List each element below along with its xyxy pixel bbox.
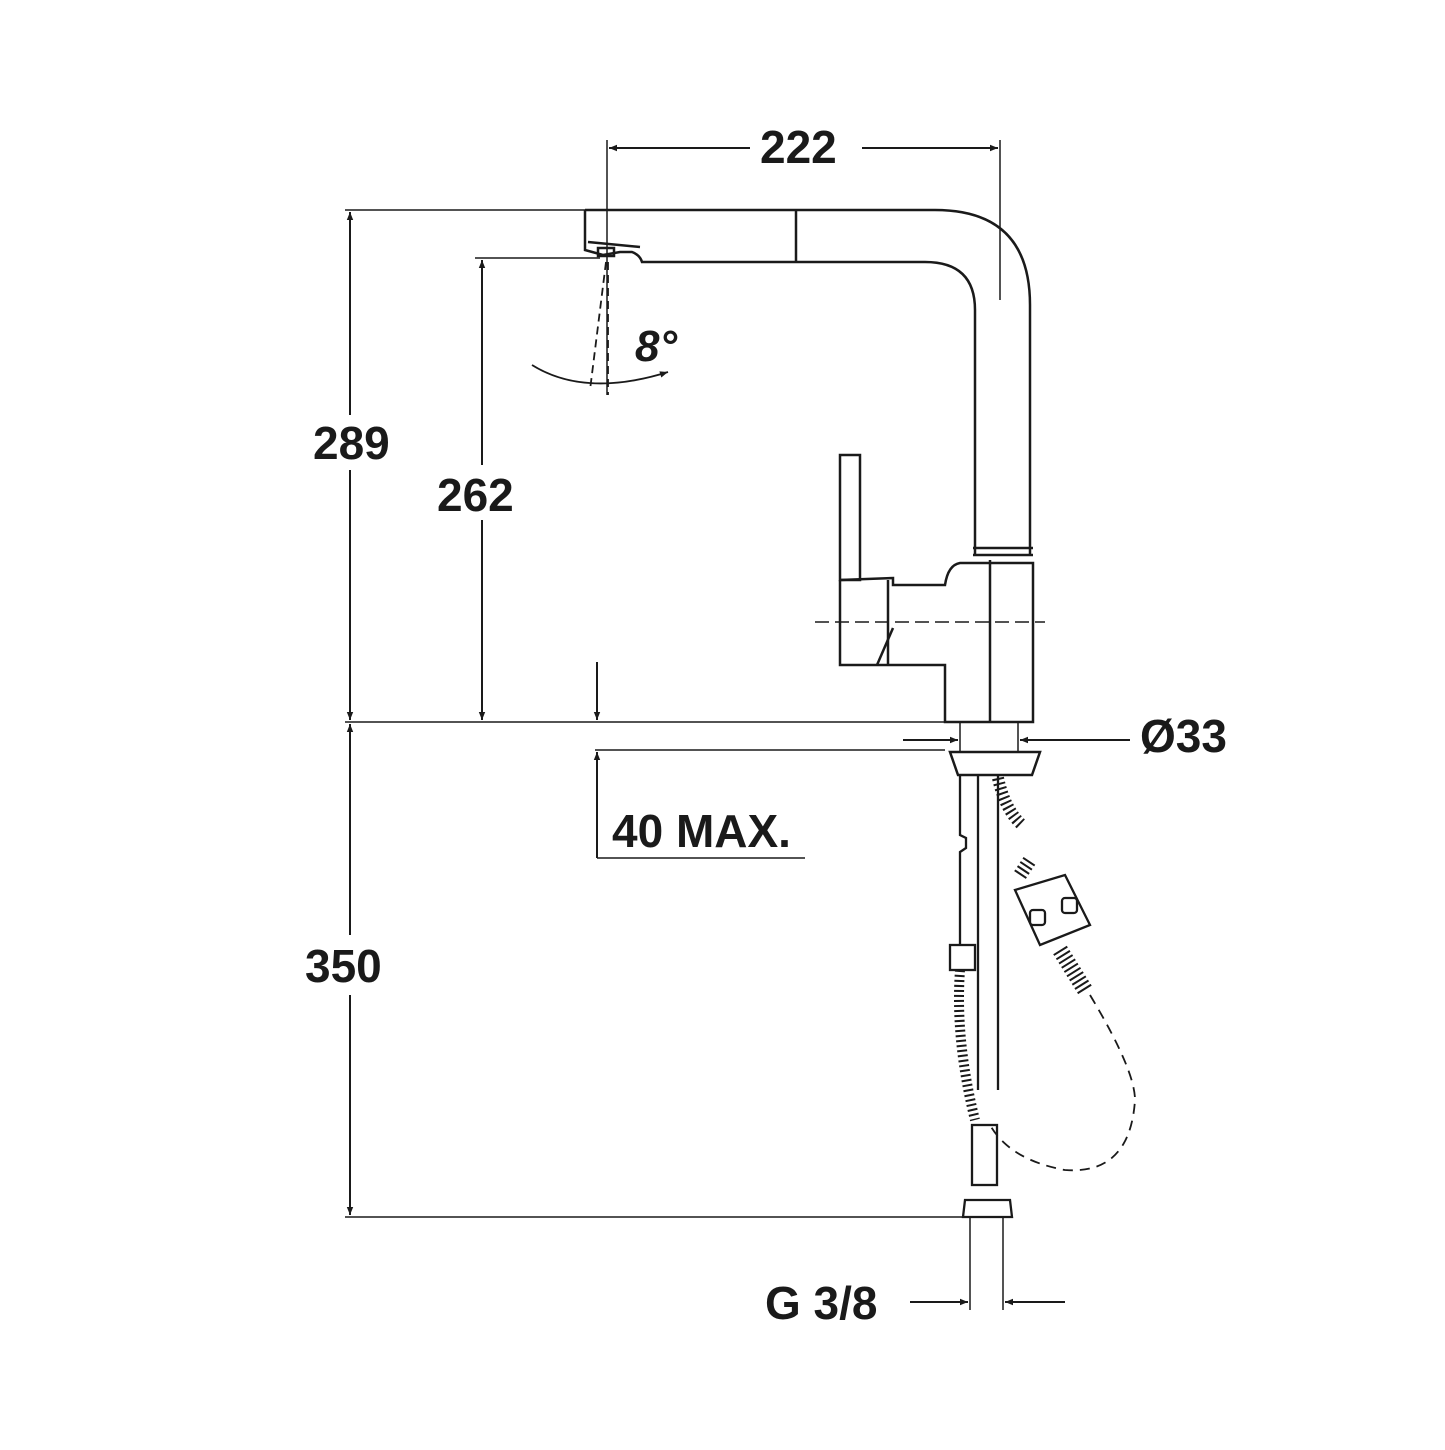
label-base-diameter: Ø33 (1140, 710, 1227, 762)
dimension-g38 (910, 1217, 1065, 1310)
dimension-40-max (593, 662, 945, 859)
label-under-deck-length: 350 (305, 940, 382, 992)
under-deck-assembly (948, 775, 1136, 1219)
label-outlet-height: 262 (437, 469, 514, 521)
dimension-350 (345, 724, 965, 1218)
faucet-spout (583, 208, 1033, 557)
faucet-body (815, 453, 1045, 724)
dimension-262 (475, 257, 600, 720)
dimension-222 (606, 140, 1001, 395)
label-spout-reach: 222 (760, 121, 837, 173)
label-max-deck-thickness: 40 MAX. (612, 805, 791, 857)
label-spray-angle: 8° (635, 322, 678, 371)
label-total-height: 289 (313, 417, 390, 469)
spray-angle-indicator (531, 261, 669, 395)
dimension-diameter-33 (903, 722, 1130, 777)
dimension-289 (345, 209, 600, 720)
label-connection-thread: G 3/8 (765, 1277, 878, 1329)
pull-out-spray-head (1013, 856, 1092, 995)
